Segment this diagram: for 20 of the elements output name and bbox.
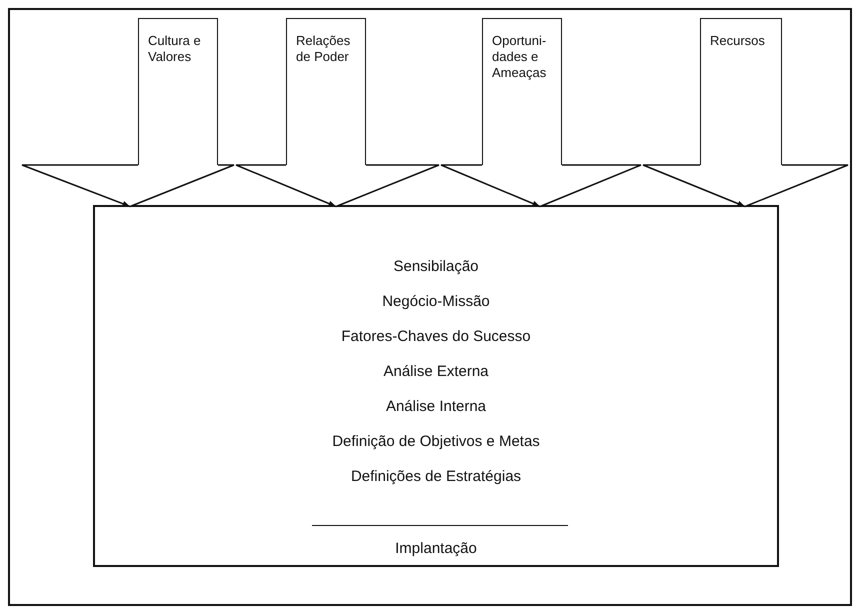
arrow	[642, 164, 849, 208]
arrow-shaft-box	[482, 18, 562, 165]
step-text: Análise Externa	[382, 362, 490, 382]
step-text: Implantação	[394, 539, 478, 559]
step-text: Análise Interna	[384, 397, 488, 417]
arrow	[21, 164, 235, 208]
step-text: Negócio-Missão	[381, 292, 491, 312]
arrow-label: Recursos	[710, 33, 766, 49]
step-text: Sensibilação	[392, 257, 480, 277]
arrow	[235, 164, 440, 208]
arrow-shaft-box	[286, 18, 366, 165]
arrow-shaft-box	[138, 18, 218, 165]
arrow	[440, 164, 642, 208]
arrow-label: Relações de Poder	[296, 33, 352, 65]
step-text: Definições de Estratégias	[350, 467, 522, 487]
arrow-shaft-box	[700, 18, 782, 165]
step-text: Fatores-Chaves do Sucesso	[340, 327, 532, 347]
arrow-label: Oportuni-dades e Ameaças	[492, 33, 548, 81]
arrow-label: Cultura e Valores	[148, 33, 202, 65]
step-text: Definição de Objetivos e Metas	[331, 432, 541, 452]
